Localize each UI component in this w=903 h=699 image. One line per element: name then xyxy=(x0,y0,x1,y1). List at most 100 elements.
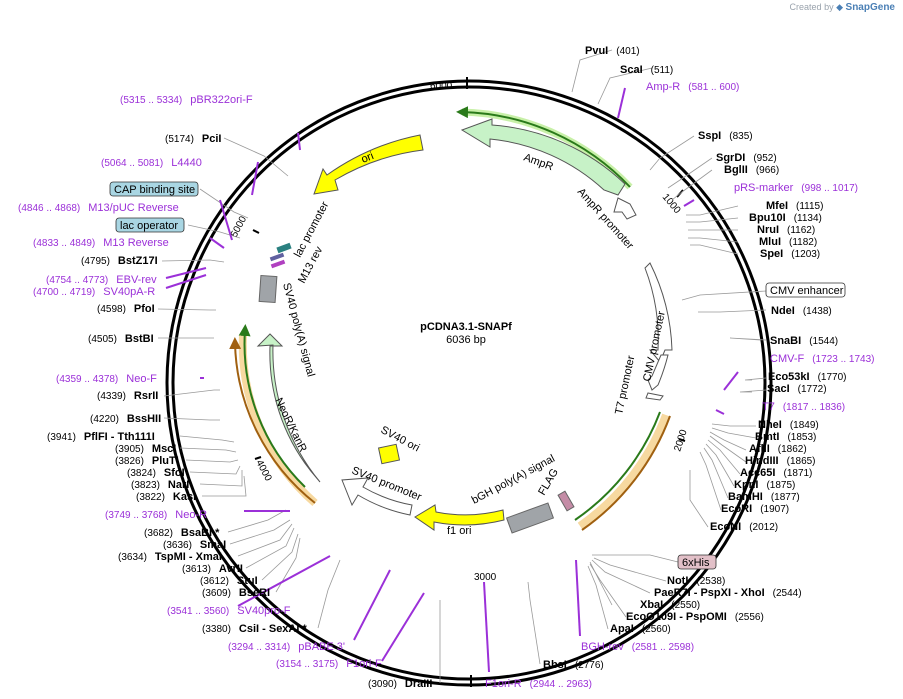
site-kasi[interactable]: (3822)KasI xyxy=(136,491,196,503)
ampr-orf-line xyxy=(456,106,631,188)
snap-orf-line-orange xyxy=(581,415,671,531)
site-ecoo109i-psppomi[interactable]: EcoO109I - PspOMI(2556) xyxy=(626,611,764,623)
site-sspi[interactable]: SspI(835) xyxy=(698,130,753,142)
site-bpu10i[interactable]: Bpu10I(1134) xyxy=(749,212,822,224)
site-pcii[interactable]: (5174)PciI xyxy=(165,133,221,145)
site-ndei[interactable]: NdeI(1438) xyxy=(771,305,832,317)
site-econi[interactable]: EcoNI(2012) xyxy=(710,521,778,533)
bgh-polya-feature[interactable] xyxy=(505,502,555,534)
site-tspmi-xmai[interactable]: (3634)TspMI - XmaI xyxy=(118,551,222,563)
sixhis-label: 6xHis xyxy=(682,557,710,569)
site-sfoi[interactable]: (3824)SfoI xyxy=(127,467,185,479)
site-pfoi[interactable]: (4598)PfoI xyxy=(97,303,155,315)
lac-operator-box[interactable]: lac operator xyxy=(115,217,185,233)
ampr-promoter-feature[interactable] xyxy=(613,197,637,220)
site-aflii[interactable]: AflII(1862) xyxy=(749,443,807,455)
lac-promoter-feature[interactable] xyxy=(276,242,292,254)
ori-label: ori xyxy=(360,150,376,166)
site-avrii[interactable]: (3613)AvrII xyxy=(182,563,243,575)
site-nrui[interactable]: NruI(1162) xyxy=(757,224,815,236)
site-nhei[interactable]: NheI(1849) xyxy=(758,419,819,431)
tick-label-6000: 6000 xyxy=(430,81,453,92)
site-csii-sexai[interactable]: (3380)CsiI - SexAI * xyxy=(202,623,307,635)
site-apai[interactable]: ApaI(2560) xyxy=(610,623,671,635)
ori-feature[interactable] xyxy=(313,134,424,195)
primer-amp-r[interactable]: Amp-R(581 .. 600) xyxy=(646,81,739,93)
cmv-enhancer-box[interactable]: CMV enhancer xyxy=(765,282,846,298)
sv40-ori-feature[interactable] xyxy=(377,443,401,465)
cap-binding-site-box[interactable]: CAP binding site xyxy=(109,181,199,197)
site-bseri[interactable]: (3609)BseRI xyxy=(202,587,270,599)
site-bstbi[interactable]: (4505)BstBI xyxy=(88,333,154,345)
primer-bgh-rev[interactable]: BGH-rev(2581 .. 2598) xyxy=(581,641,694,653)
site-bsshii[interactable]: (4220)BssHII xyxy=(90,413,161,425)
site-snabi[interactable]: SnaBI(1544) xyxy=(770,335,838,347)
primer-pbr322ori-f[interactable]: (5315 .. 5334)pBR322ori-F xyxy=(120,94,253,106)
snapgene-credit: Created by ◆ SnapGene xyxy=(790,2,895,13)
site-hindiii[interactable]: HindIII(1865) xyxy=(745,455,816,467)
site-kpni[interactable]: KpnI(1875) xyxy=(734,479,795,491)
m13-rev-feature[interactable] xyxy=(269,252,285,262)
site-msci[interactable]: (3905)MscI xyxy=(115,443,176,455)
site-paer7i-pspxi-xhoi[interactable]: PaeR7I - PspXI - XhoI(2544) xyxy=(654,587,802,599)
sixhis-box[interactable]: 6xHis xyxy=(677,554,717,570)
site-spei[interactable]: SpeI(1203) xyxy=(760,248,820,260)
credit-prefix: Created by xyxy=(789,2,834,12)
cap-binding-site-label: CAP binding site xyxy=(114,184,195,196)
neor-orf-line-green xyxy=(238,324,306,488)
ampr-feature[interactable] xyxy=(460,118,626,196)
primer-sv40pro-f[interactable]: (3541 .. 3560)SV40pro-F xyxy=(167,605,291,617)
site-mlui[interactable]: MluI(1182) xyxy=(759,236,817,248)
site-bamhi[interactable]: BamHI(1877) xyxy=(728,491,800,503)
primer-pbabe-3[interactable]: (3294 .. 3314)pBABE 3' xyxy=(228,641,345,653)
primer-prs-marker[interactable]: pRS-marker(998 .. 1017) xyxy=(734,182,858,194)
primer-t7[interactable]: T7(1817 .. 1836) xyxy=(762,401,845,413)
sv40-polya-feature[interactable] xyxy=(258,274,278,304)
site-pflfi-tth111i[interactable]: (3941)PflFI - Tth111I xyxy=(47,431,155,443)
f1-ori-feature[interactable] xyxy=(414,504,505,531)
site-pvui[interactable]: PvuI(401) xyxy=(585,45,640,57)
primer-f1ori-f[interactable]: (3154 .. 3175)F1ori-F xyxy=(276,658,382,670)
site-stui[interactable]: (3612)StuI xyxy=(200,575,258,587)
site-pluti[interactable]: (3826)PluTI xyxy=(115,455,179,467)
site-bmti[interactable]: BmtI(1853) xyxy=(755,431,816,443)
site-ecori[interactable]: EcoRI(1907) xyxy=(721,503,789,515)
site-mfei[interactable]: MfeI(1115) xyxy=(766,200,823,212)
t7-promoter-feature[interactable] xyxy=(645,392,664,401)
sv40-polya-label: SV40 poly(A) signal xyxy=(280,282,317,378)
primer-marks xyxy=(165,87,739,673)
primer-ebv-rev[interactable]: (4754 .. 4773)EBV-rev xyxy=(46,274,157,286)
site-rsrii[interactable]: (4339)RsrII xyxy=(97,390,158,402)
leader-lines xyxy=(157,49,767,683)
site-bbsi[interactable]: BbsI(2776) xyxy=(543,659,604,671)
primer-m13-puc-reverse[interactable]: (4846 .. 4868)M13/pUC Reverse xyxy=(18,202,179,214)
site-acc65i[interactable]: Acc65I(1871) xyxy=(740,467,812,479)
site-smai[interactable]: (3636)SmaI xyxy=(163,539,226,551)
primer-neo-f[interactable]: (4359 .. 4378)Neo-F xyxy=(56,373,157,385)
site-draiii[interactable]: (3090)DraIII xyxy=(368,678,432,690)
primer-cmv-f[interactable]: CMV-F(1723 .. 1743) xyxy=(770,353,875,365)
primer-sv40pa-r[interactable]: (4700 .. 4719)SV40pA-R xyxy=(33,286,155,298)
site-nari[interactable]: (3823)NarI xyxy=(131,479,189,491)
site-sgrdi[interactable]: SgrDI(952) xyxy=(716,152,777,164)
site-bglii[interactable]: BglII(966) xyxy=(724,164,779,176)
sv40-promoter-feature[interactable] xyxy=(341,477,413,516)
site-noti[interactable]: NotI(2538) xyxy=(667,575,725,587)
site-bsabi[interactable]: (3682)BsaBI * xyxy=(144,527,220,539)
site-xbai[interactable]: XbaI(2550) xyxy=(640,599,700,611)
primer-m13-reverse[interactable]: (4833 .. 4849)M13 Reverse xyxy=(33,237,169,249)
primer-f1ori-r[interactable]: F1ori-R(2944 .. 2963) xyxy=(485,678,592,690)
primer-l4440[interactable]: (5064 .. 5081)L4440 xyxy=(101,157,202,169)
site-scai[interactable]: ScaI(511) xyxy=(620,64,673,76)
site-saci[interactable]: SacI(1772) xyxy=(767,383,827,395)
neor-label: NeoR/KanR xyxy=(272,396,309,454)
cmv-promoter-feature[interactable] xyxy=(647,354,669,391)
site-bstz17i[interactable]: (4795)BstZ17I xyxy=(81,255,158,267)
site-eco53ki[interactable]: Eco53kI(1770) xyxy=(768,371,847,383)
flag-feature[interactable] xyxy=(557,490,575,512)
primer-neo-r[interactable]: (3749 .. 3768)Neo-R xyxy=(105,509,207,521)
f1-ori-label: f1 ori xyxy=(447,525,471,537)
neor-feature[interactable] xyxy=(256,333,321,483)
cmv-enhancer-feature[interactable] xyxy=(644,262,673,363)
